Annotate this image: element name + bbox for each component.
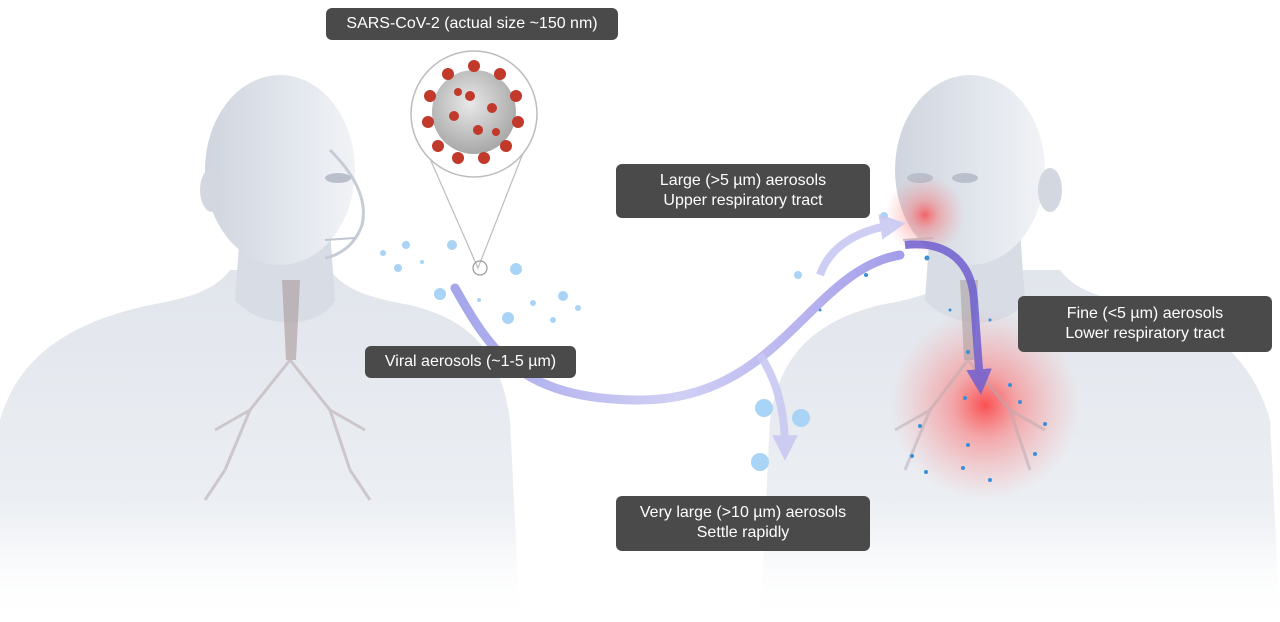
virus-size-text: SARS-CoV-2 (actual size ~150 nm) [346,15,598,32]
settling-arrow [756,352,798,461]
aerosol-droplets [380,212,888,471]
viral-aerosols-label: Viral aerosols (~1-5 µm) [365,346,576,378]
inhaled-droplets [818,255,1047,482]
virus-size-label: SARS-CoV-2 (actual size ~150 nm) [326,8,618,40]
large-aerosols-label: Large (>5 µm) aerosols Upper respiratory… [616,164,870,218]
left-trachea [282,280,300,360]
coronavirus-icon [422,60,524,164]
large-aerosols-text: Large (>5 µm) aerosols [659,172,827,189]
settle-rapidly-text: Settle rapidly [696,524,790,541]
lungs-icon [203,359,372,501]
virus-magnifier [410,50,538,276]
viral-aerosols-text: Viral aerosols (~1-5 µm) [384,353,557,370]
very-large-aerosols-label: Very large (>10 µm) aerosols Settle rapi… [616,496,870,551]
lower-respiratory-arrow [904,240,992,395]
fine-aerosols-text: Fine (<5 µm) aerosols [1066,305,1224,322]
fine-aerosols-label: Fine (<5 µm) aerosols Lower respiratory … [1018,296,1272,352]
upper-respiratory-arrow [816,214,906,277]
very-large-aerosols-text: Very large (>10 µm) aerosols [639,504,847,521]
lower-respiratory-text: Lower respiratory tract [1065,325,1225,342]
upper-respiratory-text: Upper respiratory tract [663,192,823,209]
